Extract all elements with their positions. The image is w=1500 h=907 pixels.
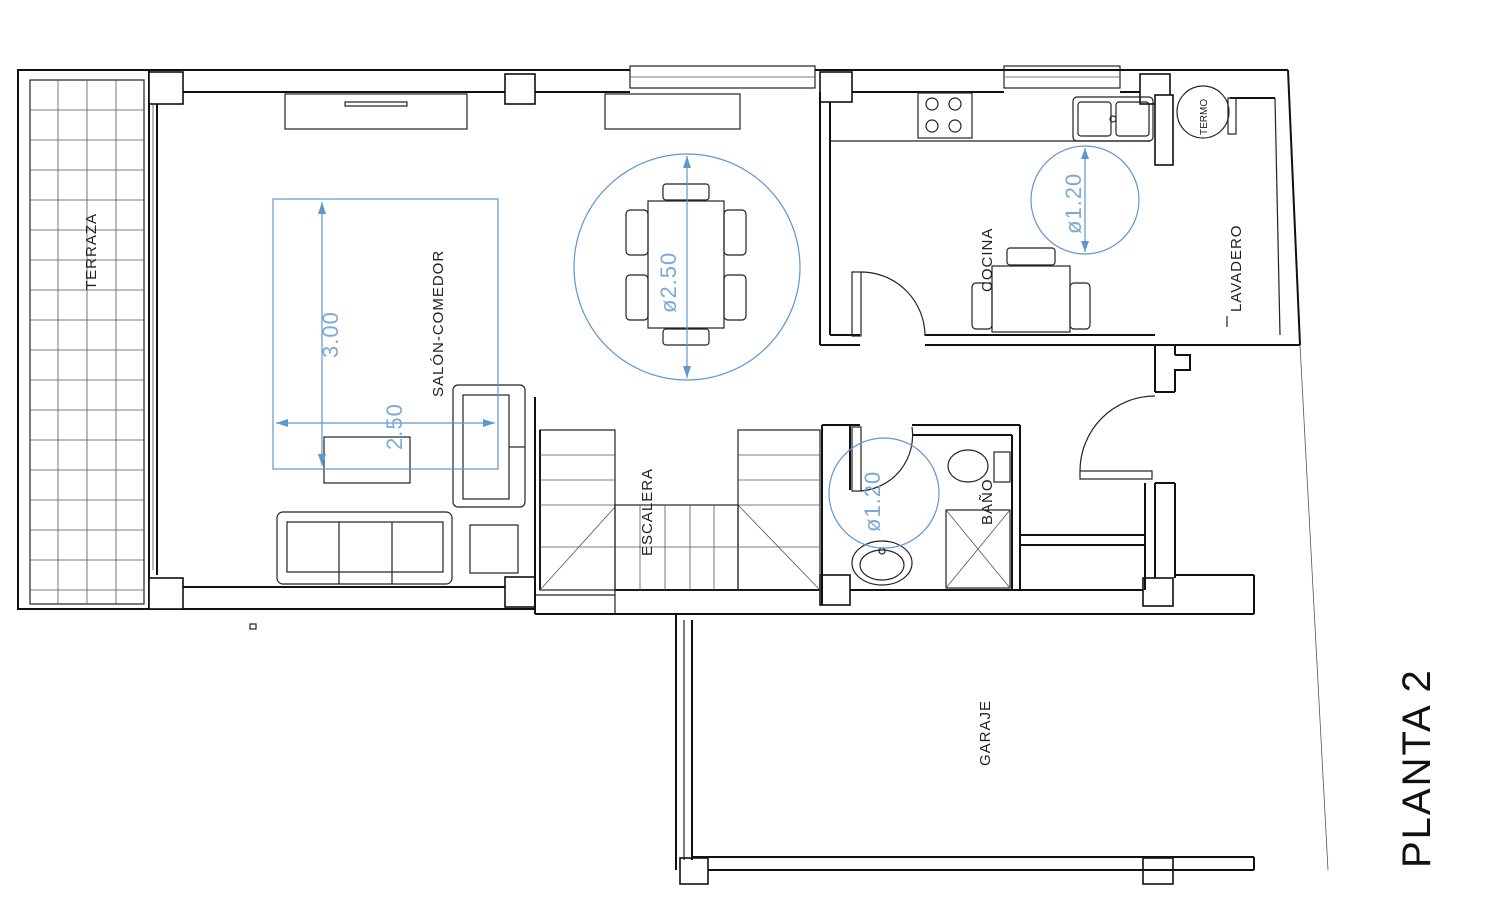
plan-title: PLANTA 2	[1395, 668, 1439, 868]
dimension-lines	[272, 145, 1140, 549]
living-furniture	[276, 93, 747, 585]
kitchen-diameter-dimension: ø1.20	[1061, 173, 1086, 234]
washbasin-icon	[851, 540, 913, 586]
cocina-label: COCINA	[979, 228, 996, 292]
garaje-label: GARAJE	[977, 700, 994, 766]
shower-tray-icon	[945, 509, 1011, 589]
dining-diameter-dimension: ø2.50	[656, 252, 681, 313]
garage-area	[249, 344, 1329, 871]
escalera-label: ESCALERA	[639, 468, 656, 556]
toilet-icon	[947, 449, 989, 483]
rug-length-dimension: 3.00	[318, 311, 343, 358]
bath-diameter-dimension: ø1.20	[860, 471, 885, 532]
bano-label: BAÑO	[979, 478, 996, 525]
water-heater-icon	[1176, 85, 1230, 139]
doors	[851, 271, 1156, 492]
structural-columns	[148, 71, 1174, 885]
salon-comedor-label: SALÓN-COMEDOR	[430, 250, 447, 397]
bathroom-fixtures	[851, 449, 1011, 589]
terraza-label: TERRAZA	[83, 213, 100, 290]
staircase	[535, 429, 821, 614]
termo-label: TERMO	[1199, 99, 1210, 135]
terrace-area	[17, 69, 150, 610]
rug-width-dimension: 2.50	[382, 403, 407, 450]
lavadero-label: LAVADERO	[1228, 225, 1245, 312]
interior-walls	[534, 92, 1174, 614]
kitchen-furniture	[917, 85, 1237, 333]
